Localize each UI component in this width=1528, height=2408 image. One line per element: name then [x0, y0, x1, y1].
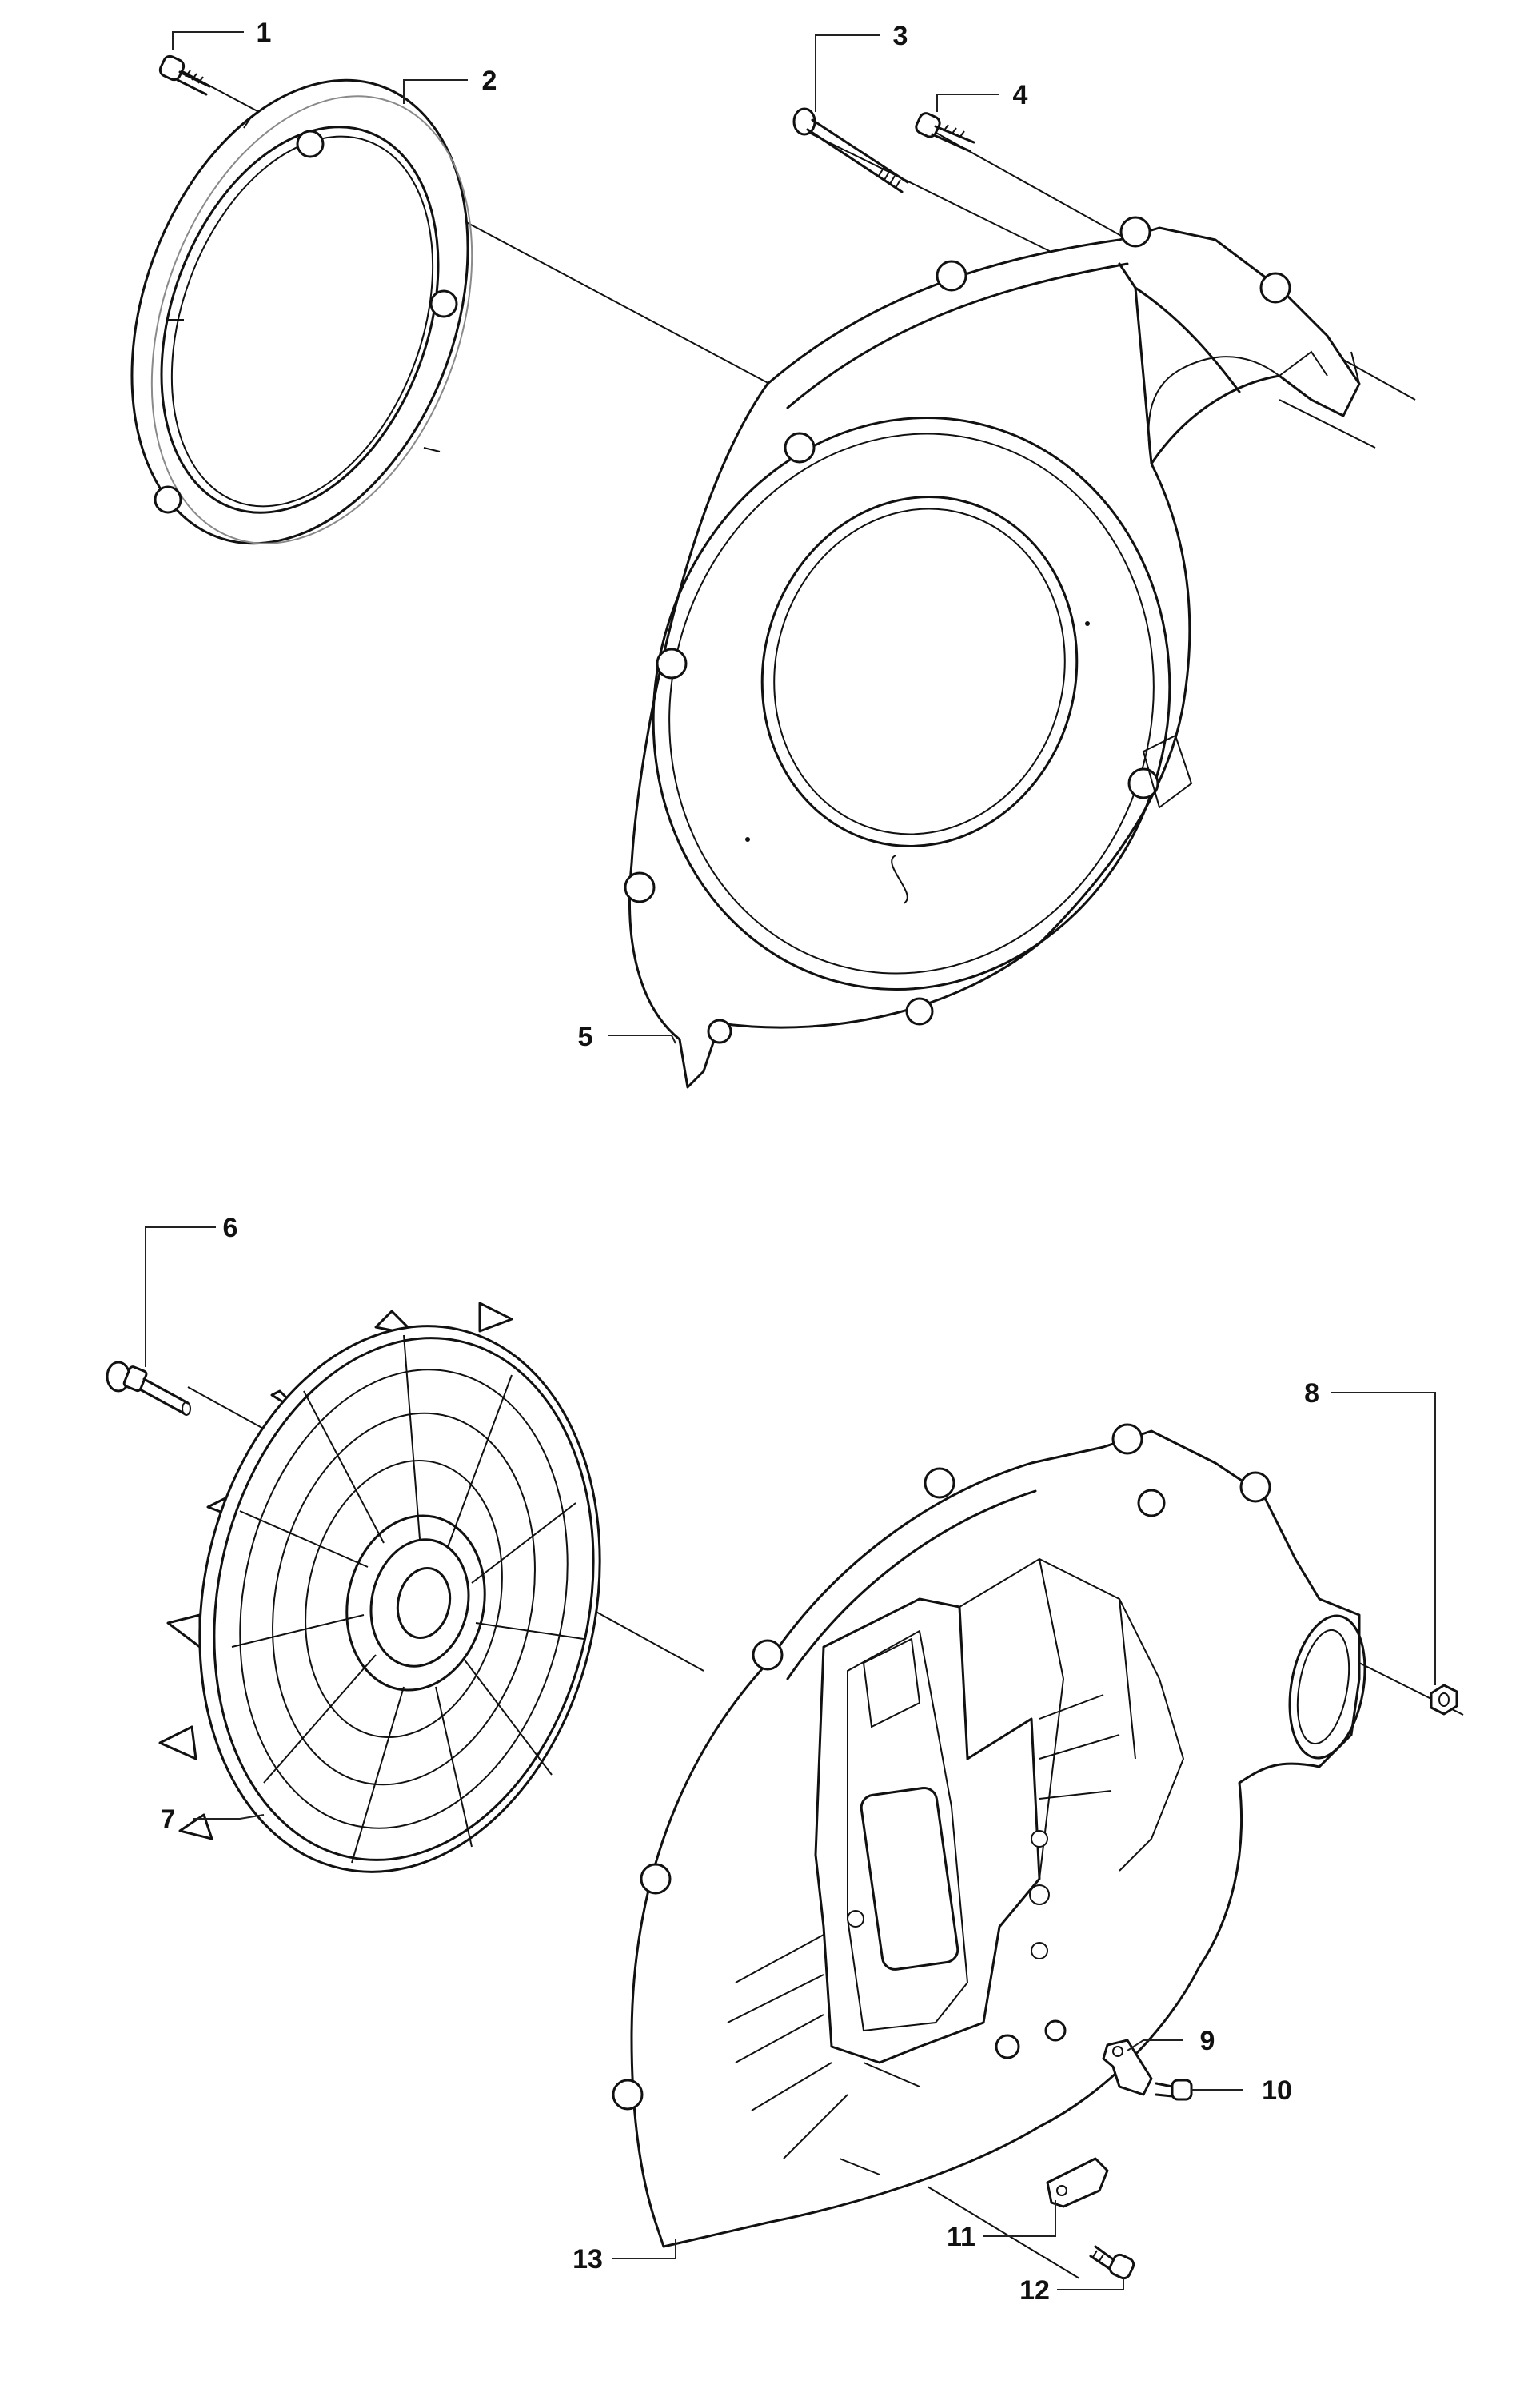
callout-5: 5: [578, 1022, 593, 1052]
callout-7: 7: [161, 1804, 176, 1835]
callout-12: 12: [1019, 2275, 1050, 2306]
long-bolt-part-3: [792, 107, 909, 193]
callout-11: 11: [947, 2222, 975, 2252]
blower-housing-part-5: [624, 216, 1361, 1089]
screw-part-12: [1089, 2245, 1135, 2280]
callout-2: 2: [482, 66, 497, 96]
assembly-axis-outlet: [1279, 399, 1376, 449]
bolt-part-6: [106, 1361, 191, 1416]
nut-part-8: [1430, 1684, 1458, 1716]
leader-lines: [145, 31, 1436, 2290]
callout-13: 13: [573, 2244, 603, 2274]
callout-4: 4: [1013, 80, 1028, 110]
screw-part-1: [158, 54, 211, 96]
callout-6: 6: [223, 1213, 238, 1243]
fan-housing-part-13: [612, 1423, 1366, 2248]
screw-part-10: [1155, 2079, 1193, 2101]
callout-1: 1: [257, 18, 272, 48]
callout-10: 10: [1262, 2075, 1292, 2106]
clip-part-9: [1102, 2039, 1153, 2096]
callout-labels: 1 2 3 4 5 6 7 8 9 10 11 12 13: [161, 18, 1319, 2306]
callout-3: 3: [893, 21, 908, 51]
fan-impeller-part-7: [158, 1302, 601, 1873]
callout-9: 9: [1200, 2026, 1215, 2056]
assembly-axis-3: [807, 131, 1076, 265]
screw-part-4: [915, 112, 975, 153]
callout-8: 8: [1304, 1378, 1319, 1409]
clip-part-11: [1046, 2157, 1109, 2208]
ring-part-2: [130, 78, 473, 545]
assembly-axis-12: [927, 2186, 1080, 2279]
